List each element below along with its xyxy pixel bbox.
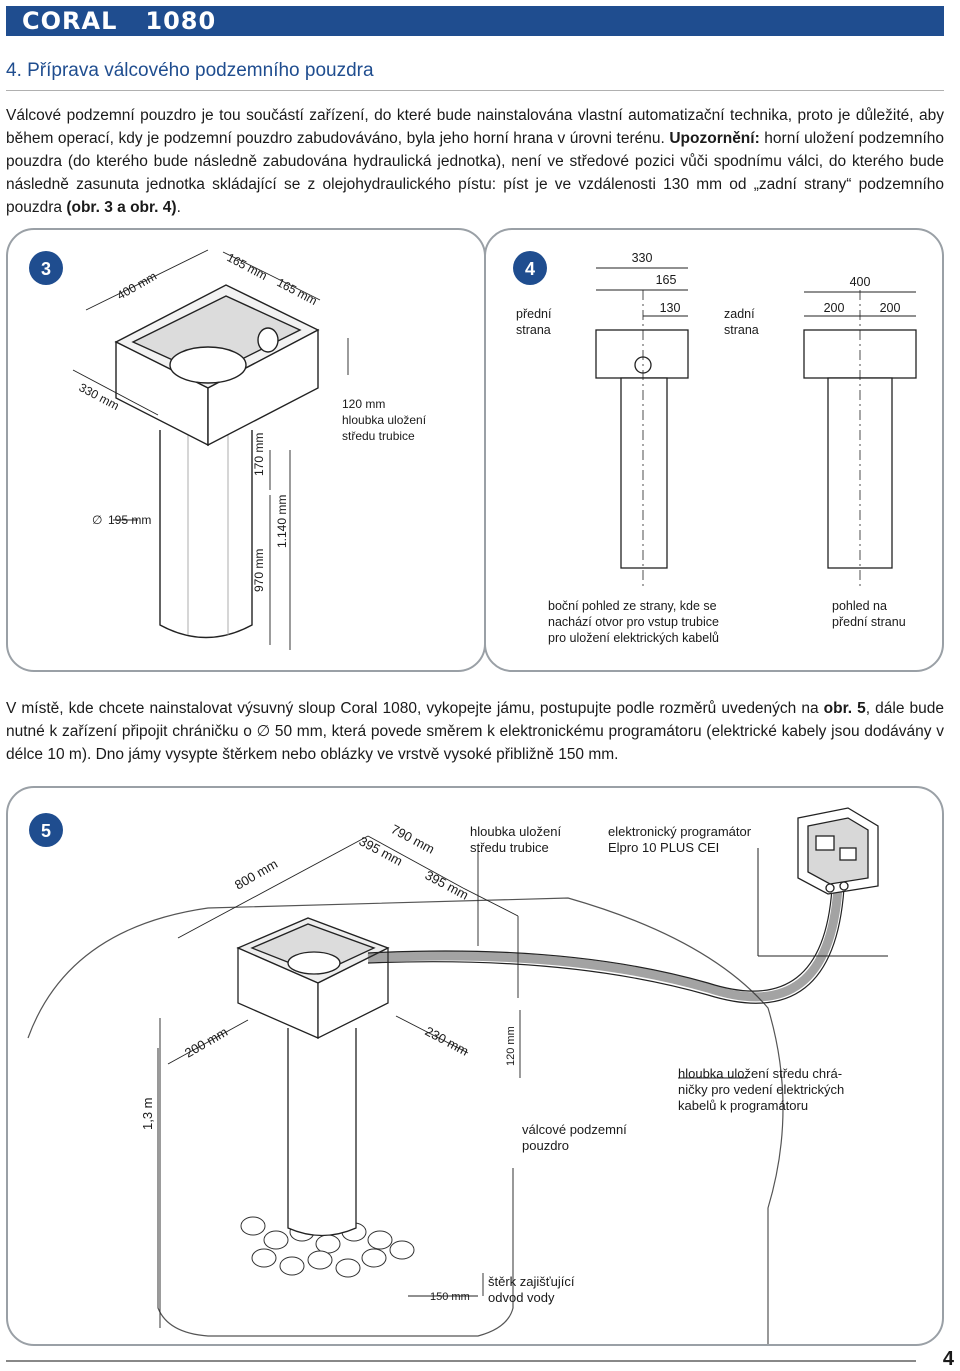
model-name: 1080 bbox=[145, 7, 217, 35]
conduit-label-1: hloubka uložení středu chrá- bbox=[678, 1066, 842, 1081]
dim-150: 150 mm bbox=[430, 1291, 470, 1303]
figure-4-side-view bbox=[595, 290, 689, 590]
dim-165a-label: 165 mm bbox=[225, 250, 270, 283]
figure-3-panel: 3 400 mm bbox=[6, 228, 486, 672]
dim-200b: 200 bbox=[880, 301, 901, 315]
figure-5-dimension-lines bbox=[159, 835, 748, 1328]
dim-1-3m: 1,3 m bbox=[140, 1097, 155, 1130]
programmer-label-1: elektronický programátor bbox=[608, 824, 752, 839]
figure-5-panel: 5 bbox=[6, 786, 944, 1346]
gravel-label-2: odvod vody bbox=[488, 1290, 555, 1305]
brand-name: CORAL bbox=[22, 7, 118, 35]
figure-5-conduit bbox=[367, 887, 843, 1002]
dim-1140-label: 1.140 mm bbox=[275, 495, 289, 548]
dim-395b: 395 mm bbox=[423, 867, 472, 902]
dim-970-label: 970 mm bbox=[252, 549, 266, 592]
side-view-caption-1: boční pohled ze strany, kde se bbox=[548, 599, 717, 613]
figure-3-cylinder bbox=[159, 430, 253, 639]
front-view-caption-2: přední stranu bbox=[832, 615, 906, 629]
section-title: 4. Příprava válcového podzemního pouzdra bbox=[6, 60, 374, 81]
dim-330-label: 330 mm bbox=[77, 380, 122, 413]
dim-200a: 200 bbox=[824, 301, 845, 315]
dim-400: 400 bbox=[850, 275, 871, 289]
figure-4-badge: 4 bbox=[513, 251, 547, 285]
housing-label-2: pouzdro bbox=[522, 1138, 569, 1153]
fig3-note-line3: středu trubice bbox=[342, 429, 415, 443]
svg-text:5: 5 bbox=[41, 821, 51, 841]
figure-5-housing bbox=[236, 917, 390, 1237]
figure-5-pit bbox=[27, 897, 784, 1344]
figure-3-drawing: 3 400 mm bbox=[29, 249, 427, 650]
svg-text:3: 3 bbox=[41, 259, 51, 279]
side-view-caption-2: nachází otvor pro vstup trubice bbox=[548, 615, 719, 629]
conduit-label-3: kabelů k programátoru bbox=[678, 1098, 808, 1113]
figure-5-drawing: 5 bbox=[27, 807, 888, 1344]
excavation-paragraph: V místě, kde chcete nainstalovat výsuvný… bbox=[6, 697, 944, 766]
side-view-caption-3: pro uložení elektrických kabelů bbox=[548, 631, 719, 645]
fig3-note-line2: hloubka uložení bbox=[342, 413, 427, 427]
depth-label-2: středu trubice bbox=[470, 840, 549, 855]
svg-text:4: 4 bbox=[525, 259, 535, 279]
dim-165b-label: 165 mm bbox=[275, 275, 320, 308]
figure-4-front-view bbox=[803, 290, 917, 590]
excavation-text-3: 50 mm, která povede směrem k elektronick… bbox=[6, 723, 944, 763]
figure-4-dimension-lines bbox=[596, 267, 916, 317]
depth-label-1: hloubka uložení bbox=[470, 824, 561, 839]
dim-400-label: 400 mm bbox=[115, 269, 160, 303]
excavation-figure-ref: obr. 5 bbox=[823, 700, 866, 717]
programmer-label-2: Elpro 10 PLUS CEI bbox=[608, 840, 719, 855]
fig3-note-line1: 120 mm bbox=[342, 397, 385, 411]
figure-3-box bbox=[114, 284, 320, 447]
back-side-line2: strana bbox=[724, 323, 759, 337]
header-bar: CORAL 1080 bbox=[6, 6, 944, 36]
front-view-caption-1: pohled na bbox=[832, 599, 887, 613]
excavation-text-2: , dále bude nutné k zařízení připojit ch… bbox=[6, 700, 944, 740]
dim-165: 165 bbox=[656, 273, 677, 287]
intro-text: Válcové podzemní pouzdro je tou součástí… bbox=[6, 107, 944, 147]
figure-4-panel: 4 330 165 130 400 200 200 bbox=[484, 228, 944, 672]
warning-label: Upozornění: bbox=[669, 130, 760, 147]
conduit-label-2: ničky pro vedení elektrických bbox=[678, 1082, 844, 1097]
dim-200: 200 mm bbox=[182, 1024, 230, 1060]
gravel-label-1: štěrk zajišťující bbox=[488, 1274, 575, 1289]
figure-4-drawing: 4 330 165 130 400 200 200 bbox=[513, 251, 917, 645]
intro-paragraph: Válcové podzemní pouzdro je tou součástí… bbox=[6, 104, 944, 219]
back-side-line1: zadní bbox=[724, 307, 755, 321]
dim-170-label: 170 mm bbox=[252, 433, 266, 476]
warning-end: . bbox=[176, 199, 181, 216]
figure-3-badge: 3 bbox=[29, 251, 63, 285]
page-number: 4 bbox=[942, 1348, 954, 1370]
title-divider bbox=[6, 90, 944, 91]
figure-5-programmer bbox=[757, 807, 888, 957]
warning-ref: (obr. 3 a obr. 4) bbox=[66, 199, 177, 216]
front-side-line1: přední bbox=[516, 307, 552, 321]
dim-130: 130 bbox=[660, 301, 681, 315]
diameter-label: 195 mm bbox=[108, 513, 151, 527]
diameter-symbol: ∅ bbox=[92, 513, 102, 527]
warning-text: horní uložení podzemního pouzdra (do kte… bbox=[6, 130, 944, 216]
diameter-symbol-text: ∅ bbox=[256, 723, 271, 740]
housing-label-1: válcové podzemní bbox=[522, 1122, 627, 1137]
dim-230: 230 mm bbox=[423, 1023, 472, 1058]
excavation-text-1: V místě, kde chcete nainstalovat výsuvný… bbox=[6, 700, 824, 717]
dim-330: 330 bbox=[632, 251, 653, 265]
figure-5-conduit-edge bbox=[367, 887, 845, 1004]
front-side-line2: strana bbox=[516, 323, 551, 337]
figure-5-badge: 5 bbox=[29, 813, 63, 847]
footer-rule bbox=[6, 1360, 916, 1362]
dim-120: 120 mm bbox=[505, 1026, 517, 1066]
figure-3-dimension-lines bbox=[72, 249, 349, 650]
figure-4-labels: 330 165 130 400 200 200 přední strana za… bbox=[516, 251, 906, 645]
